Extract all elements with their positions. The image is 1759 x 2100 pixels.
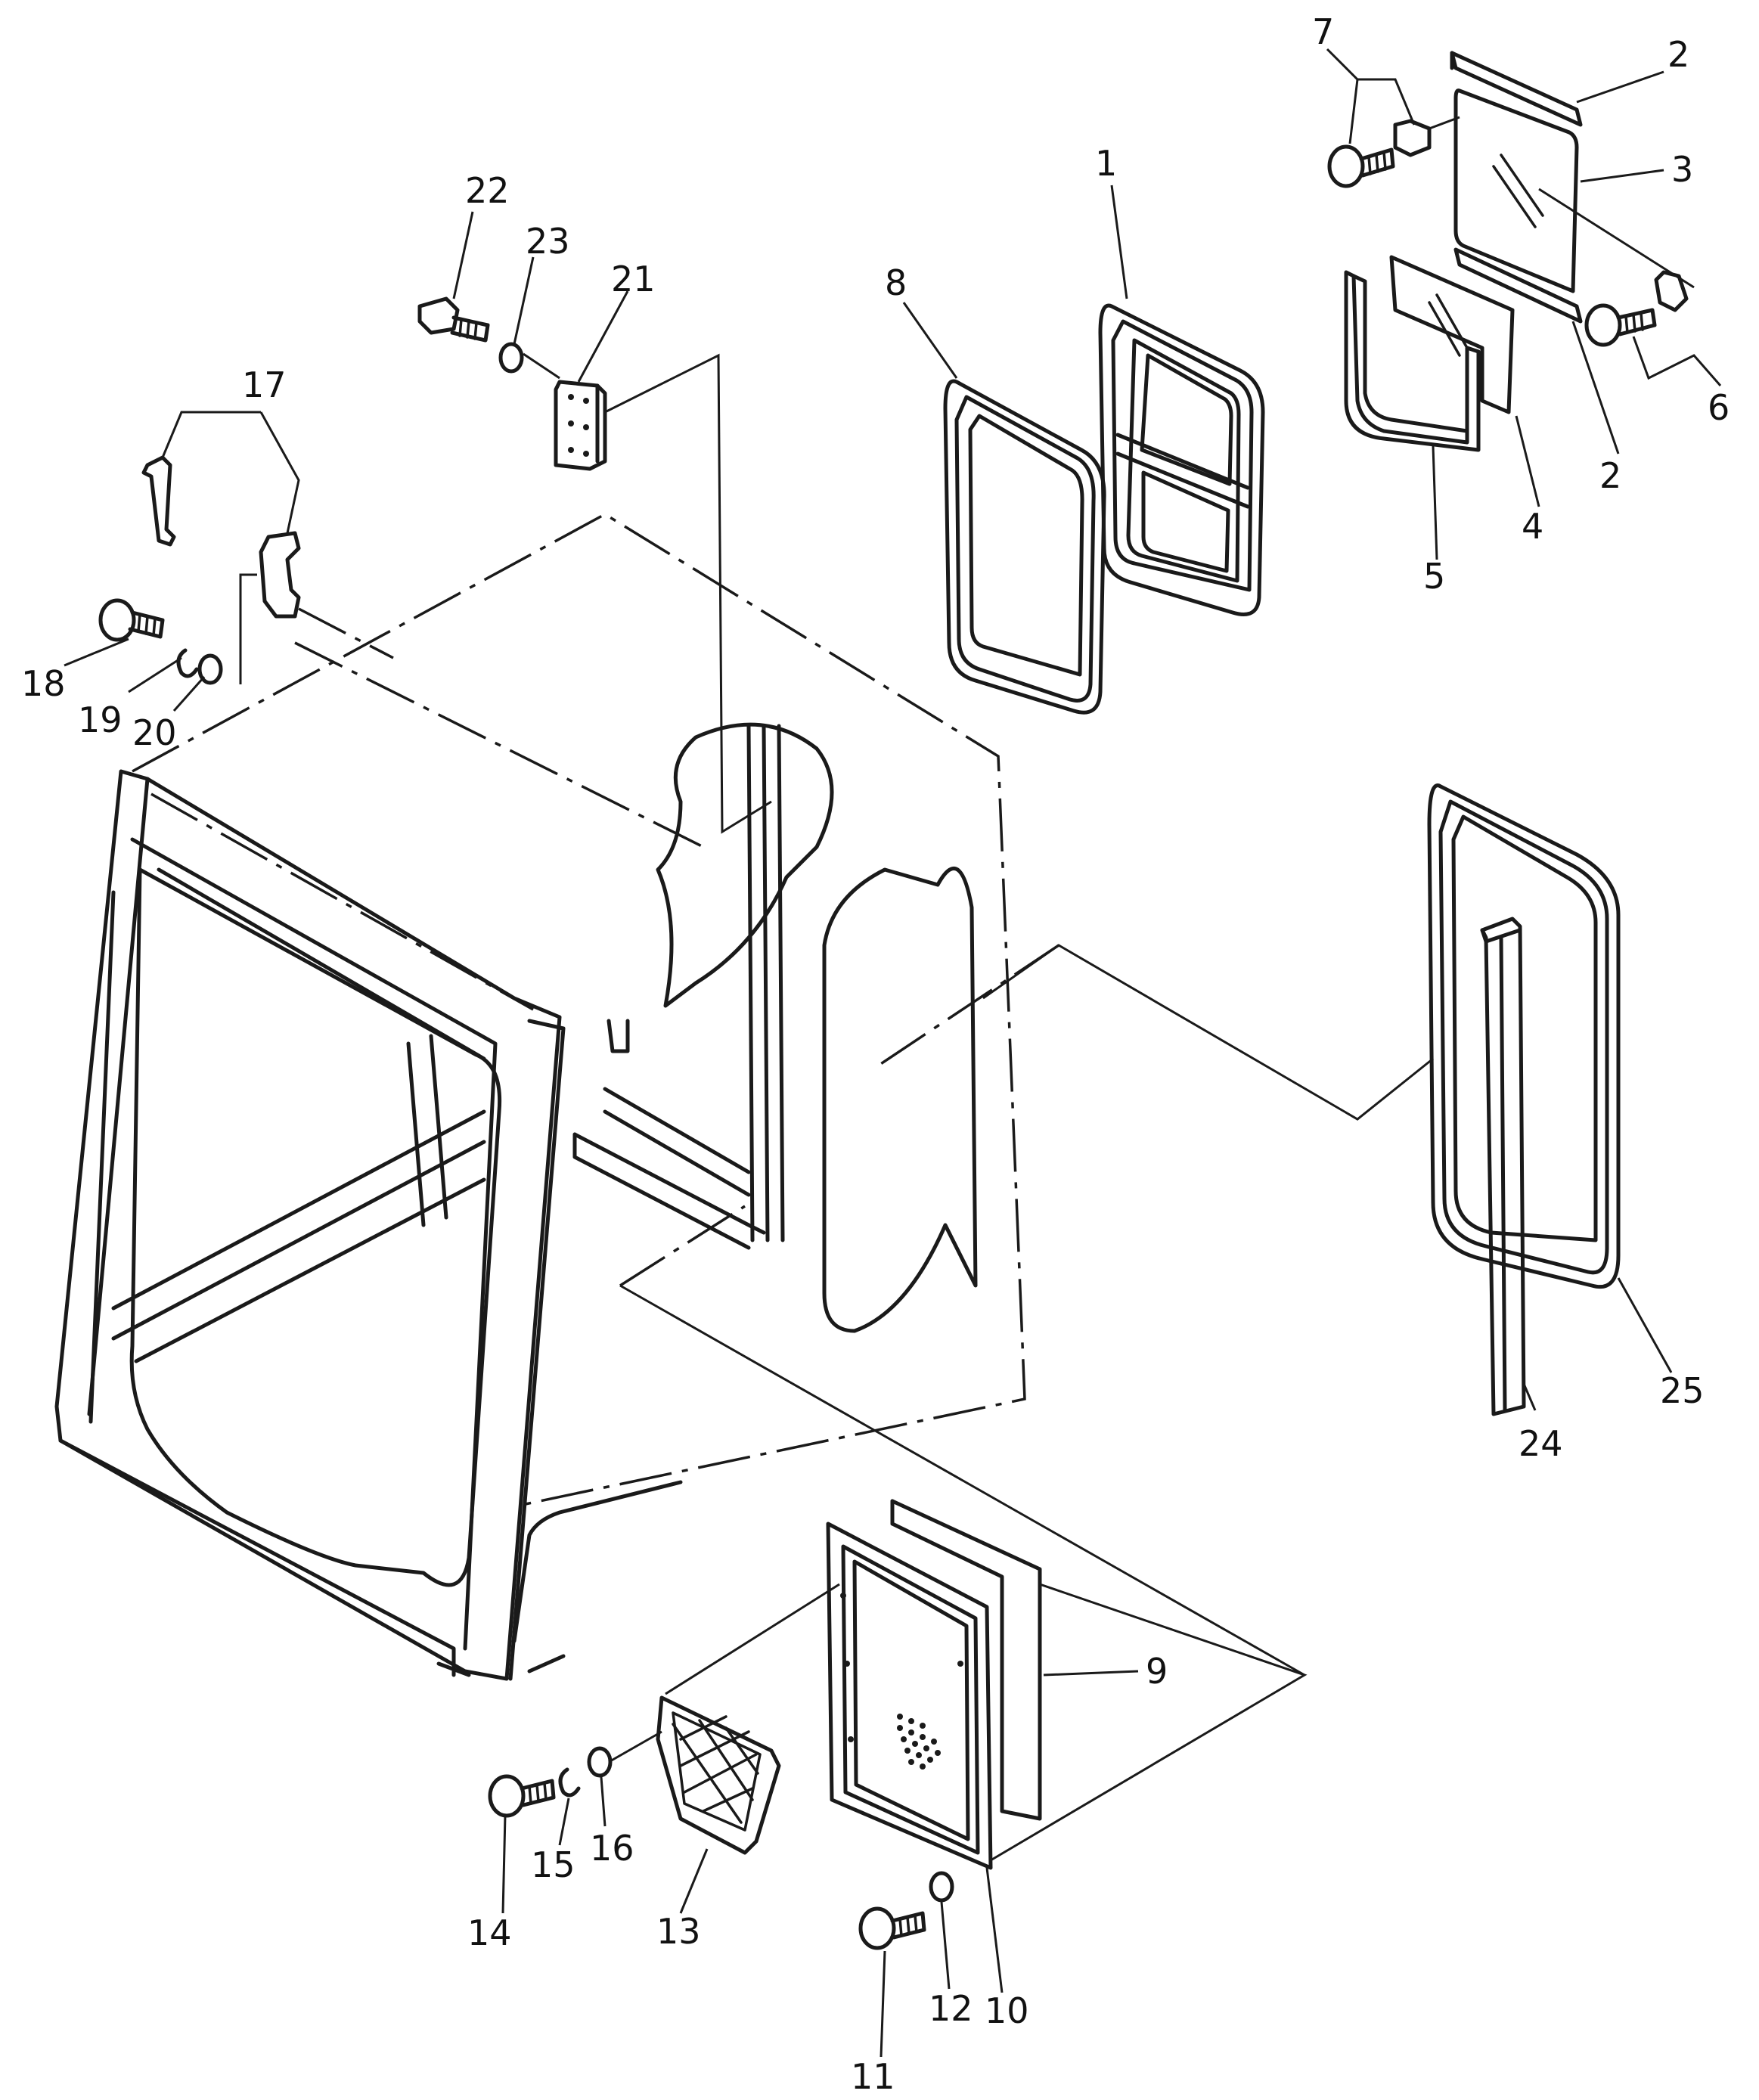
- label-21: 21: [611, 259, 656, 299]
- label-12: 12: [929, 1988, 973, 2029]
- part-21-bracket: [554, 380, 607, 471]
- part-11-bolt: [858, 1906, 926, 1950]
- label-9: 9: [1146, 1651, 1168, 1692]
- part-4-glass: [1389, 255, 1515, 414]
- part-22-bolt: [417, 296, 490, 343]
- label-24: 24: [1519, 1423, 1563, 1464]
- part-14-bolt: [488, 1774, 556, 1818]
- part-18-bolt: [98, 598, 165, 642]
- part-20-washer: [197, 653, 223, 685]
- label-6: 6: [1708, 387, 1730, 428]
- part-25-door-seal: [1427, 783, 1621, 1289]
- label-11: 11: [851, 2056, 895, 2097]
- panel-vent-holes: [897, 1714, 941, 1770]
- label-2-top: 2: [1667, 34, 1689, 75]
- label-13: 13: [656, 1911, 701, 1952]
- part-23-washer: [498, 342, 524, 374]
- label-20: 20: [132, 712, 177, 753]
- part-labels: 1 2 2 3 4 5 6 7 8 9 10 11 12 13 14 15 16…: [21, 11, 1730, 2097]
- part-5-rubber-channel: [1344, 270, 1481, 452]
- part-9-rear-panel: [890, 1499, 1042, 1821]
- part-10-cover-panel: [826, 1521, 993, 1870]
- label-8: 8: [885, 262, 907, 303]
- part-7-bolt-clip: [1327, 119, 1432, 188]
- part-19-spring-washer: [176, 648, 199, 678]
- part-2-glass-channel: [1450, 51, 1583, 324]
- part-13-net-pocket: [656, 1695, 781, 1855]
- part-8-window-gasket: [943, 379, 1106, 715]
- part-3-glass: [1453, 88, 1579, 293]
- part-16-washer: [587, 1746, 613, 1778]
- label-10: 10: [985, 1990, 1029, 2031]
- label-22: 22: [465, 170, 510, 211]
- part-15-spring-washer: [558, 1767, 581, 1798]
- label-3: 3: [1671, 149, 1693, 190]
- label-18: 18: [21, 663, 66, 704]
- label-16: 16: [590, 1828, 634, 1869]
- label-19: 19: [78, 699, 123, 740]
- part-17-handle: [141, 455, 301, 619]
- label-17: 17: [242, 364, 287, 405]
- label-2-bottom: 2: [1599, 455, 1621, 496]
- cab-frame: [54, 512, 1026, 1681]
- label-25: 25: [1660, 1370, 1705, 1411]
- label-14: 14: [467, 1912, 512, 1953]
- assembly-lines: [239, 116, 1695, 1862]
- leader-lines: [64, 48, 1722, 2058]
- label-15: 15: [531, 1844, 575, 1885]
- label-23: 23: [526, 221, 570, 262]
- label-7: 7: [1312, 11, 1334, 52]
- label-1: 1: [1095, 143, 1117, 184]
- part-1-window-seal: [1098, 303, 1265, 616]
- label-5: 5: [1423, 556, 1445, 597]
- part-6-bolt-clip: [1584, 270, 1689, 347]
- part-24-channel-strip: [1480, 917, 1526, 1416]
- part-12-washer: [929, 1871, 954, 1903]
- label-4: 4: [1522, 506, 1543, 547]
